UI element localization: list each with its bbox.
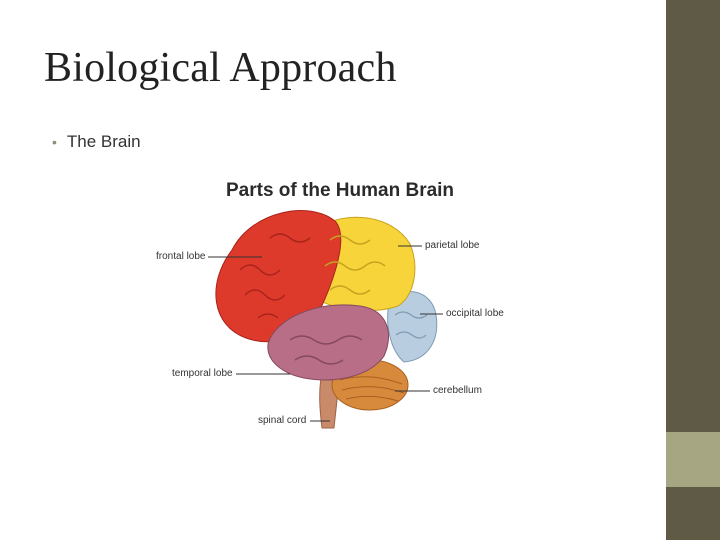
bullet-list: • The Brain <box>52 132 141 152</box>
bullet-dot-icon: • <box>52 134 57 150</box>
bullet-item: • The Brain <box>52 132 141 152</box>
slide-title: Biological Approach <box>44 45 397 91</box>
label-occipital-lobe: occipital lobe <box>446 308 504 319</box>
label-temporal-lobe: temporal lobe <box>172 368 233 379</box>
figure-title: Parts of the Human Brain <box>226 180 455 201</box>
label-spinal-cord: spinal cord <box>258 415 307 426</box>
sidebar-accent-block <box>666 432 720 487</box>
temporal-lobe-shape <box>267 304 389 381</box>
bullet-text: The Brain <box>66 132 141 151</box>
label-cerebellum: cerebellum <box>433 385 482 396</box>
occipital-lobe-shape <box>387 291 438 363</box>
brain-illustration <box>208 210 443 429</box>
label-frontal-lobe: frontal lobe <box>156 251 206 262</box>
sidebar-decoration <box>666 0 720 540</box>
label-parietal-lobe: parietal lobe <box>425 240 480 251</box>
